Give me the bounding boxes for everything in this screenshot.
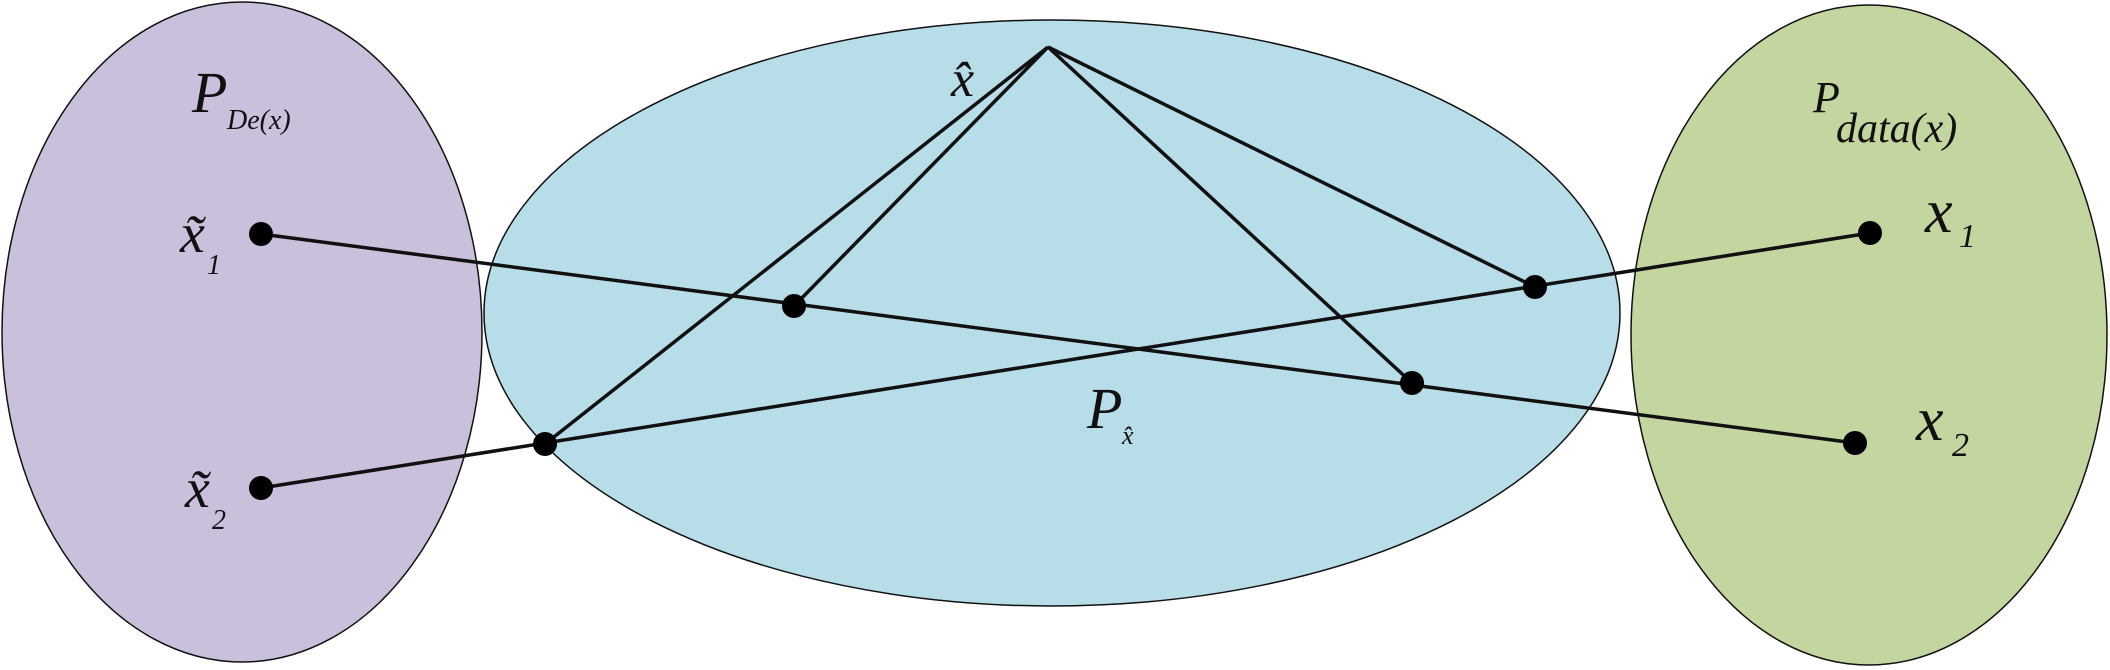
line-xhat-to-p4 xyxy=(1047,45,1536,289)
region-interpolated-distribution xyxy=(483,19,1621,607)
label-x2: x xyxy=(1915,386,1944,454)
line-xt1-to-x2 xyxy=(260,232,1856,445)
label-p-data-sub: data(x) xyxy=(1836,106,1957,152)
point-interp-1 xyxy=(533,432,557,456)
label-x1-sub: 1 xyxy=(1959,218,1976,255)
label-x1: x xyxy=(1924,178,1953,246)
label-xt2-sub: 2 xyxy=(212,505,226,536)
label-xt1: x̃ xyxy=(179,203,207,265)
line-xhat-to-p2 xyxy=(792,45,1050,308)
line-xt2-to-x1 xyxy=(260,231,1871,490)
label-xhat: x̂ xyxy=(950,51,974,108)
point-xt2 xyxy=(249,476,273,500)
label-p-de: P xyxy=(191,60,227,125)
point-interp-3 xyxy=(1400,371,1424,395)
label-p-hat-sub: x̂ xyxy=(1121,421,1134,450)
point-interp-2 xyxy=(782,294,806,318)
point-x1 xyxy=(1858,221,1882,245)
label-p-hat: P xyxy=(1086,376,1122,441)
line-xhat-to-p1 xyxy=(543,45,1050,446)
region-generated-distribution xyxy=(1,1,483,663)
label-p-de-sub: De(x) xyxy=(226,105,291,136)
label-xt1-sub: 1 xyxy=(207,250,221,281)
label-p-data: P xyxy=(1812,73,1840,122)
point-x2 xyxy=(1843,431,1867,455)
point-xt1 xyxy=(249,222,273,246)
line-xhat-to-p3 xyxy=(1046,45,1414,385)
label-xt2: x̃ xyxy=(184,458,212,520)
point-interp-4 xyxy=(1523,275,1547,299)
label-x2-sub: 2 xyxy=(1952,427,1969,464)
region-data-distribution xyxy=(1630,4,2108,666)
